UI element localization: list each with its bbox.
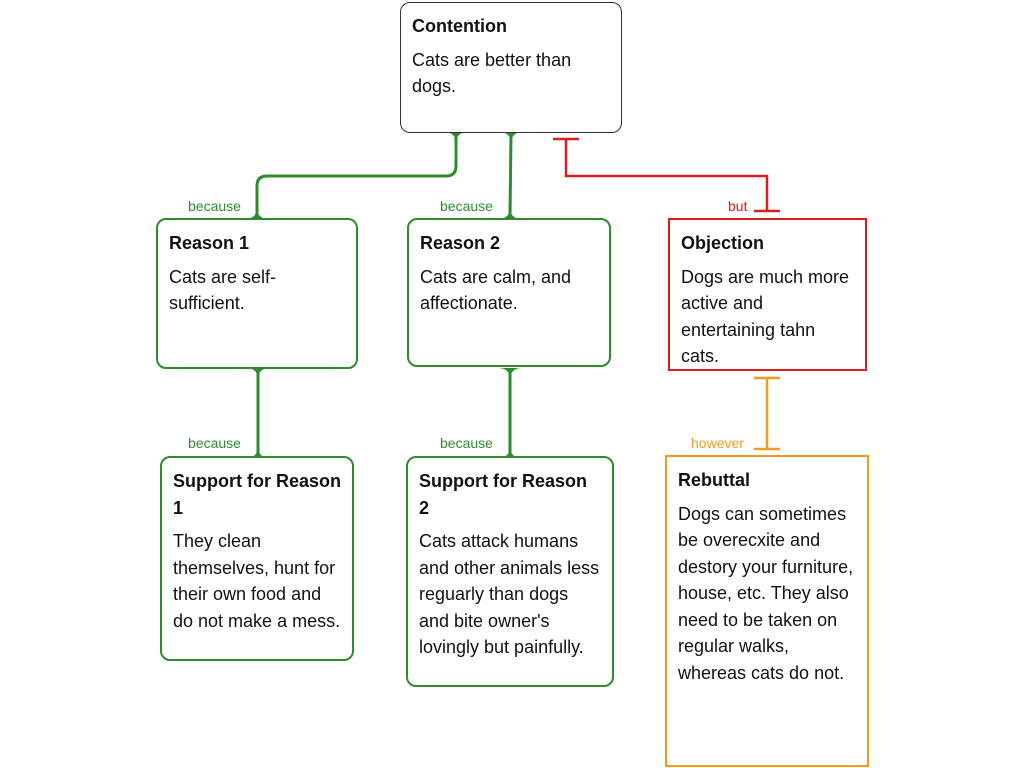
edge-label-because-reason1: because bbox=[188, 198, 241, 214]
support2-box[interactable]: Support for Reason 2 Cats attack humans … bbox=[406, 456, 614, 687]
edge-label-however-rebuttal: however bbox=[691, 435, 744, 451]
support1-box[interactable]: Support for Reason 1 They clean themselv… bbox=[160, 456, 354, 661]
rebuttal-box[interactable]: Rebuttal Dogs can sometimes be overecxit… bbox=[665, 455, 869, 767]
edge-label-because-support1: because bbox=[188, 435, 241, 451]
connector-reason2-to-contention bbox=[508, 133, 513, 217]
support1-text: They clean themselves, hunt for their ow… bbox=[173, 531, 341, 631]
contention-box[interactable]: Contention Cats are better than dogs. bbox=[400, 2, 622, 133]
support1-title: Support for Reason 1 bbox=[173, 471, 342, 518]
joint-marker-reason2-bottom bbox=[498, 368, 522, 380]
edge-label-because-reason2: because bbox=[440, 198, 493, 214]
rebuttal-text: Dogs can sometimes be overecxite and des… bbox=[678, 503, 854, 683]
support2-text: Cats attack humans and other animals les… bbox=[419, 531, 600, 657]
reason1-title: Reason 1 bbox=[169, 233, 250, 253]
reason1-box[interactable]: Reason 1 Cats are self-sufficient. bbox=[156, 218, 358, 369]
objection-text: Dogs are much more active and entertaini… bbox=[681, 266, 850, 367]
contention-title: Contention bbox=[412, 16, 507, 36]
reason2-title: Reason 2 bbox=[420, 233, 501, 253]
reason1-text: Cats are self-sufficient. bbox=[169, 266, 277, 314]
connector-reason1-to-contention bbox=[255, 134, 458, 216]
joint-marker-contention-left bbox=[444, 132, 468, 144]
edge-label-but-objection: but bbox=[728, 198, 748, 214]
joint-marker-reason1-bottom bbox=[246, 368, 270, 380]
reason2-box[interactable]: Reason 2 Cats are calm, and affectionate… bbox=[407, 218, 611, 367]
support2-title: Support for Reason 2 bbox=[419, 471, 588, 518]
objection-title: Objection bbox=[681, 233, 765, 253]
joint-marker-contention-center bbox=[499, 132, 523, 144]
rebuttal-title: Rebuttal bbox=[678, 470, 750, 490]
edge-label-because-support2: because bbox=[440, 435, 493, 451]
contention-text: Cats are better than dogs. bbox=[412, 49, 572, 97]
reason2-text: Cats are calm, and affectionate. bbox=[420, 266, 572, 314]
objection-box[interactable]: Objection Dogs are much more active and … bbox=[668, 218, 867, 371]
